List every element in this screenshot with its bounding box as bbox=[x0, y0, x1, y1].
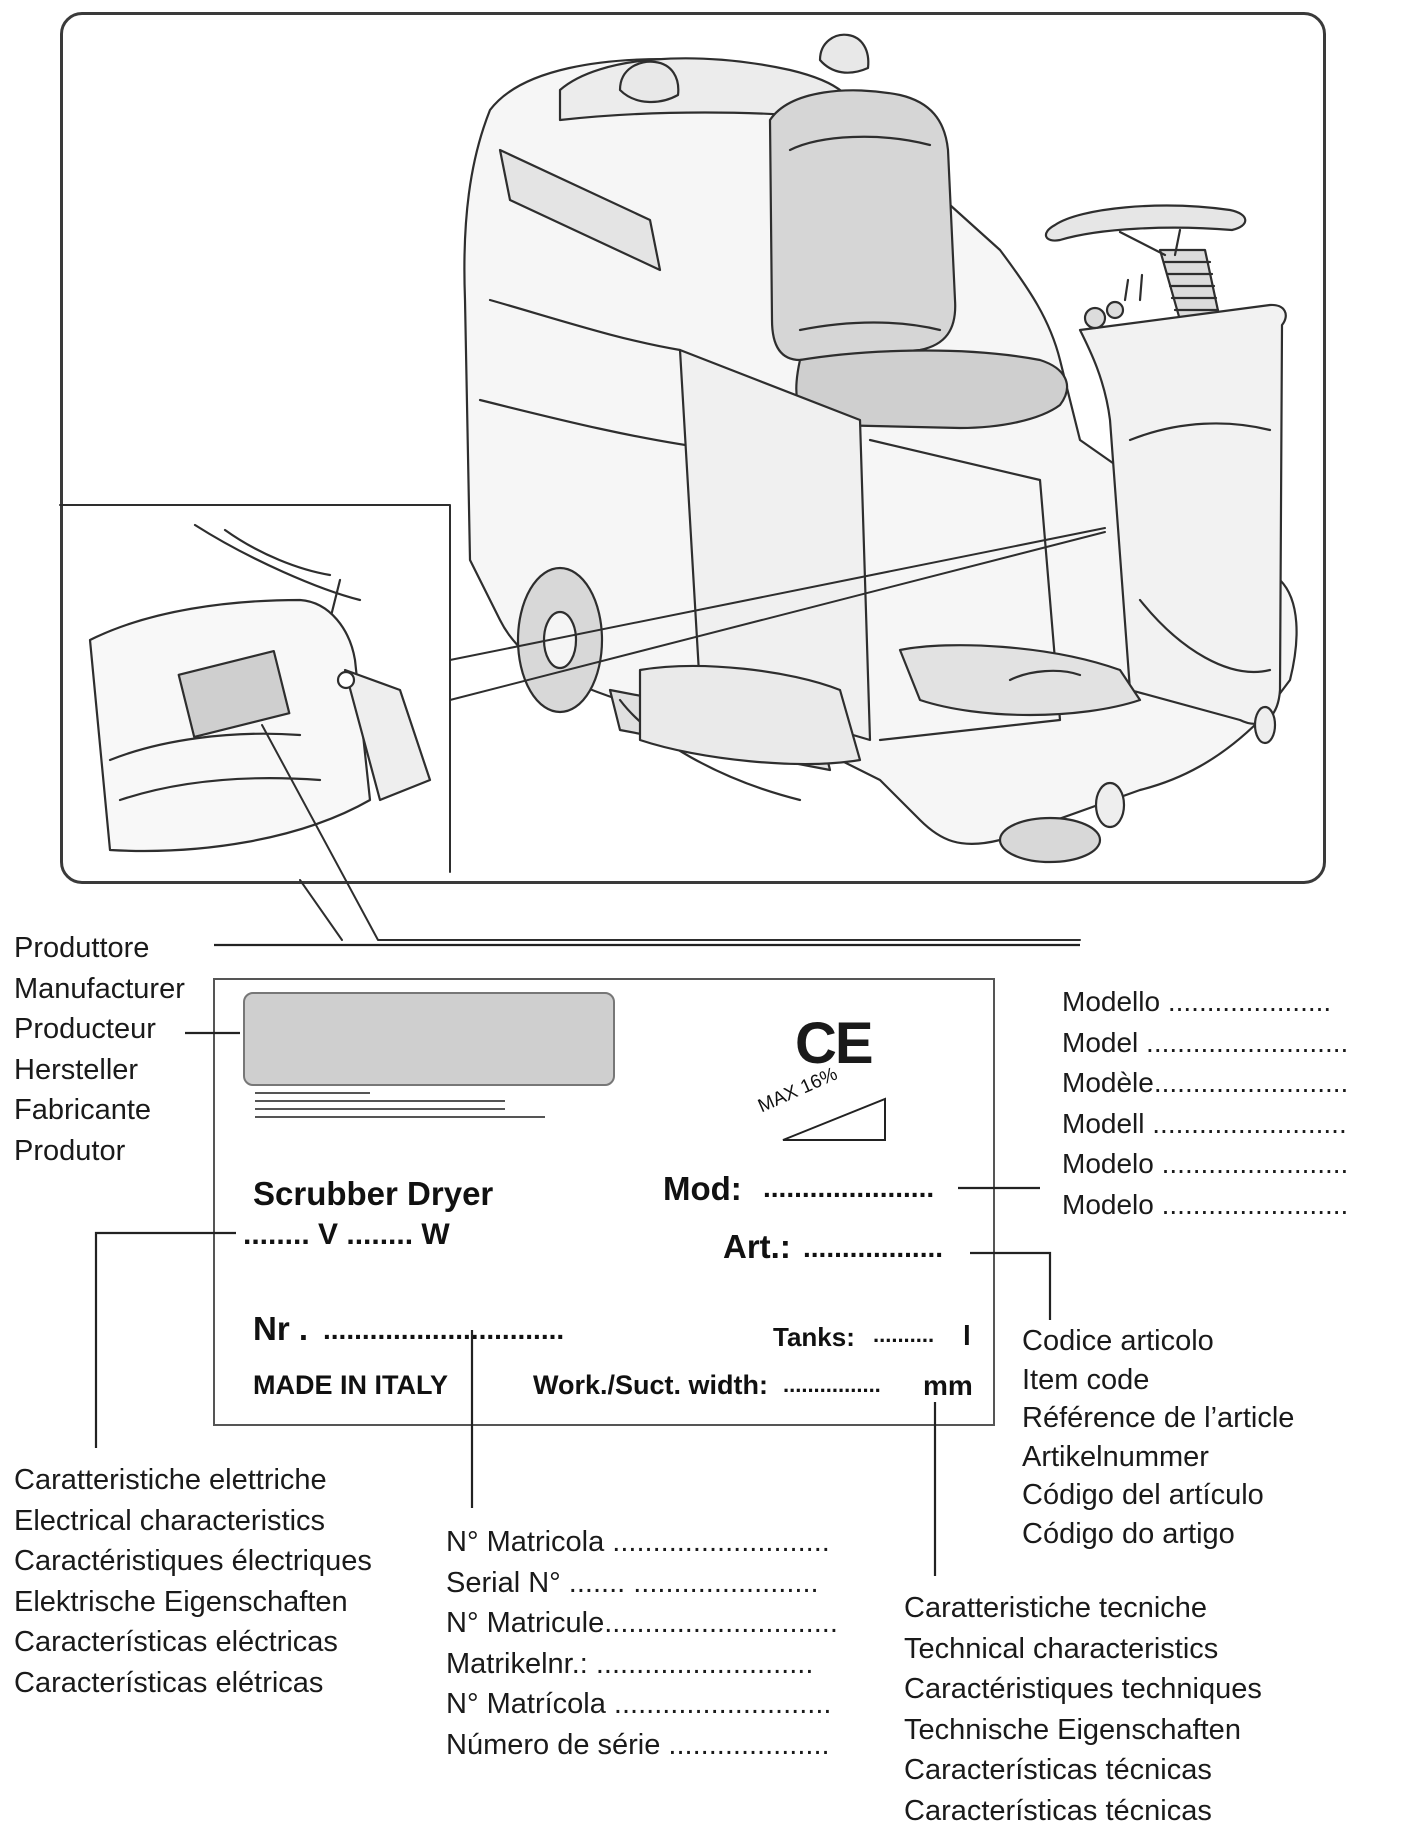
manufacturer-label: Hersteller bbox=[14, 1053, 139, 1086]
serial-label: N° Matricola ........................... bbox=[446, 1526, 830, 1558]
width-field: ................ bbox=[783, 1372, 881, 1397]
electrical-label: Características elétricas bbox=[14, 1666, 324, 1699]
max-slope-icon bbox=[782, 1097, 886, 1141]
tanks-label: Tanks: bbox=[773, 1322, 855, 1352]
footplate bbox=[898, 644, 1142, 717]
voltage-power-field: ........ V ........ W bbox=[243, 1218, 450, 1251]
electrical-label: Electrical characteristics bbox=[14, 1504, 326, 1537]
technical-label: Technische Eigenschaften bbox=[904, 1713, 1241, 1746]
art-label: Art.: bbox=[723, 1228, 791, 1265]
technical-label: Caractéristiques techniques bbox=[904, 1673, 1262, 1705]
mod-label: Mod: bbox=[663, 1170, 742, 1207]
made-in-italy: MADE IN ITALY bbox=[253, 1370, 449, 1400]
electrical-label: Características eléctricas bbox=[14, 1626, 338, 1658]
rating-plate: CE MAX 16% Scrubber Dryer ........ V ...… bbox=[213, 978, 995, 1426]
art-field: .................. bbox=[803, 1232, 944, 1263]
technical-label: Caratteristiche tecniche bbox=[904, 1592, 1208, 1624]
address-lines bbox=[255, 1092, 545, 1124]
serial-label-list: N° Matricola ...........................… bbox=[446, 1522, 838, 1765]
manufacturer-label: Manufacturer bbox=[14, 972, 185, 1005]
serial-label: N° Matrícola ........................... bbox=[446, 1688, 832, 1720]
manufacturer-label: Produtor bbox=[14, 1134, 126, 1167]
electrical-label-list: Caratteristiche elettriche Electrical ch… bbox=[14, 1460, 372, 1703]
serial-label: Matrikelnr.: ........................... bbox=[446, 1647, 814, 1680]
model-label: Model .......................... bbox=[1062, 1026, 1349, 1058]
item-code-label: Artikelnummer bbox=[1022, 1440, 1209, 1473]
nr-label: Nr . bbox=[253, 1310, 309, 1347]
product-name: Scrubber Dryer bbox=[253, 1175, 494, 1212]
width-label: Work./Suct. width: bbox=[533, 1370, 768, 1400]
item-code-label-list: Codice articolo Item code Référence de l… bbox=[1022, 1322, 1294, 1553]
serial-label: Número de série .................... bbox=[446, 1728, 830, 1761]
ce-mark: CE bbox=[795, 1011, 874, 1076]
inset-plate-location bbox=[177, 649, 291, 739]
manufacturer-logo-area bbox=[243, 992, 615, 1086]
brush-deck bbox=[638, 664, 862, 766]
steering-wheel bbox=[1044, 204, 1247, 242]
tanks-field: .......... bbox=[873, 1322, 935, 1347]
manufacturer-label: Producteur bbox=[14, 1013, 156, 1045]
technical-label-list: Caratteristiche tecniche Technical chara… bbox=[904, 1588, 1262, 1831]
item-code-label: Référence de l’article bbox=[1022, 1402, 1295, 1434]
technical-label: Características técnicas bbox=[904, 1794, 1212, 1827]
wheel-rear bbox=[998, 816, 1102, 864]
technical-label: Características técnicas bbox=[904, 1754, 1212, 1786]
item-code-label: Codice articolo bbox=[1022, 1325, 1214, 1357]
model-label: Modelo ........................ bbox=[1062, 1188, 1349, 1220]
tank-cap-right bbox=[818, 33, 870, 74]
electrical-label: Elektrische Eigenschaften bbox=[14, 1585, 348, 1618]
tanks-unit: l bbox=[963, 1320, 971, 1351]
manufacturer-label: Fabricante bbox=[14, 1094, 152, 1126]
manufacturer-label-list: Produttore Manufacturer Producteur Herst… bbox=[14, 928, 185, 1171]
item-code-label: Código del artículo bbox=[1022, 1479, 1264, 1511]
mod-field: ...................... bbox=[763, 1172, 935, 1203]
item-code-label: Item code bbox=[1022, 1363, 1150, 1396]
width-unit: mm bbox=[923, 1370, 973, 1401]
item-code-label: Código do artigo bbox=[1022, 1517, 1235, 1550]
tank-cap-left bbox=[618, 60, 680, 104]
technical-label: Technical characteristics bbox=[904, 1632, 1219, 1665]
nr-field: ............................... bbox=[323, 1314, 565, 1345]
model-label: Modell ......................... bbox=[1062, 1107, 1347, 1139]
manufacturer-label: Produttore bbox=[14, 932, 150, 964]
serial-label: N° Matricule............................… bbox=[446, 1607, 838, 1639]
model-label-list: Modello ..................... Model ....… bbox=[1062, 982, 1348, 1225]
model-label: Modèle......................... bbox=[1062, 1067, 1349, 1098]
serial-label: Serial N° ....... ......................… bbox=[446, 1566, 819, 1599]
electrical-label: Caractéristiques électriques bbox=[14, 1545, 372, 1577]
model-label: Modelo ........................ bbox=[1062, 1148, 1349, 1179]
electrical-label: Caratteristiche elettriche bbox=[14, 1464, 327, 1496]
model-label: Modello ..................... bbox=[1062, 986, 1332, 1017]
seat-back bbox=[768, 89, 957, 362]
